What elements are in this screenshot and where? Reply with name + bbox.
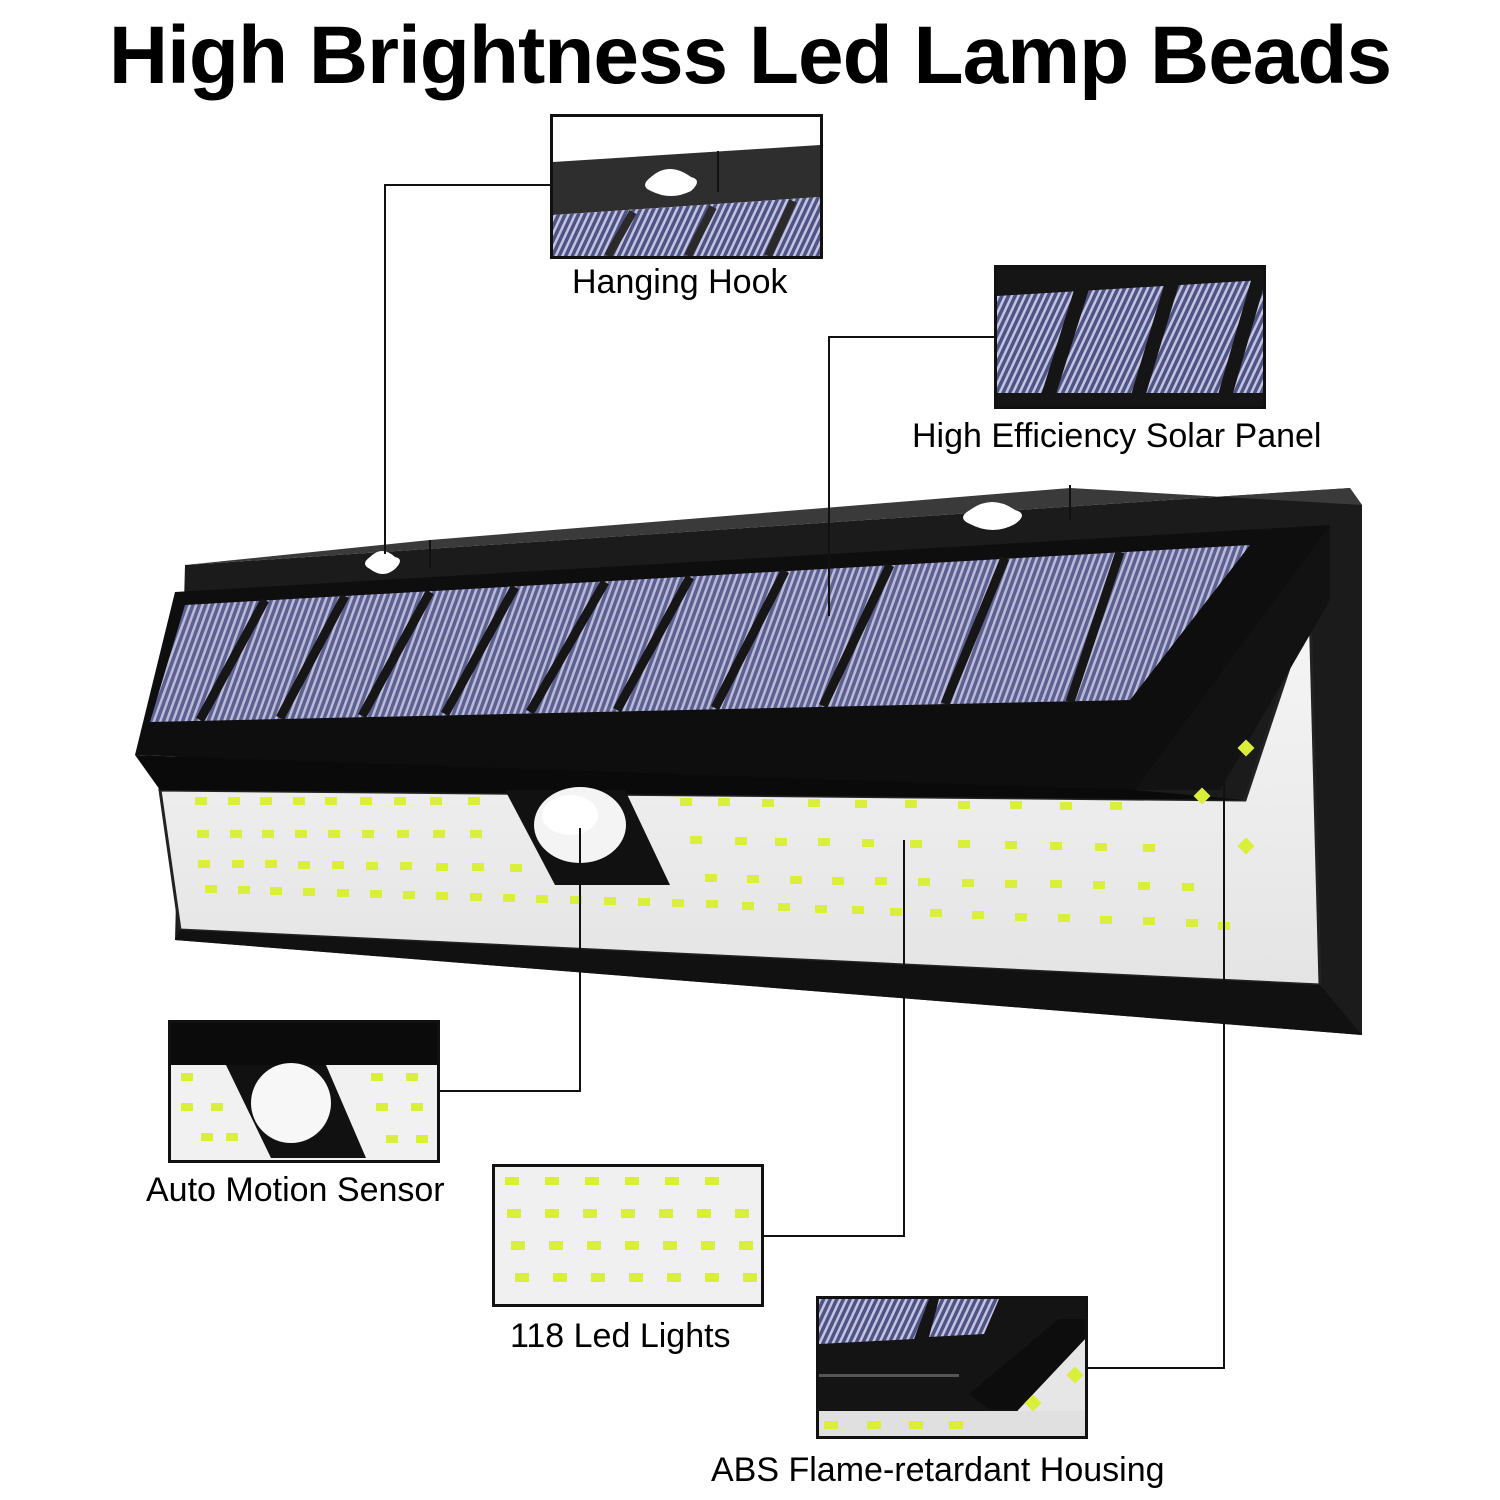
leader-line-housing bbox=[1223, 665, 1225, 1369]
leader-line-leds-h bbox=[762, 1235, 905, 1237]
leader-line-solar bbox=[828, 336, 830, 616]
leader-line-hook-h bbox=[384, 184, 552, 186]
leader-line-hook bbox=[384, 184, 386, 554]
solar-panel-label: High Efficiency Solar Panel bbox=[912, 417, 1322, 455]
solar-panel-detail-image bbox=[994, 265, 1266, 409]
led-lights-detail-image bbox=[492, 1164, 764, 1307]
led-lights-label: 118 Led Lights bbox=[510, 1317, 731, 1355]
leader-line-solar-h bbox=[828, 336, 996, 338]
page-title: High Brightness Led Lamp Beads bbox=[108, 10, 1392, 101]
motion-sensor-detail-image bbox=[168, 1020, 440, 1163]
leader-line-housing-h bbox=[1085, 1367, 1225, 1369]
leader-line-sensor bbox=[579, 828, 581, 1092]
housing-detail-image bbox=[816, 1296, 1088, 1439]
leader-line-leds bbox=[903, 840, 905, 1236]
housing-label: ABS Flame-retardant Housing bbox=[711, 1451, 1165, 1489]
hanging-hook-label: Hanging Hook bbox=[572, 263, 788, 301]
leader-line-sensor-h bbox=[438, 1090, 581, 1092]
hanging-hook-detail-image bbox=[550, 114, 823, 259]
motion-sensor-label: Auto Motion Sensor bbox=[146, 1171, 445, 1209]
